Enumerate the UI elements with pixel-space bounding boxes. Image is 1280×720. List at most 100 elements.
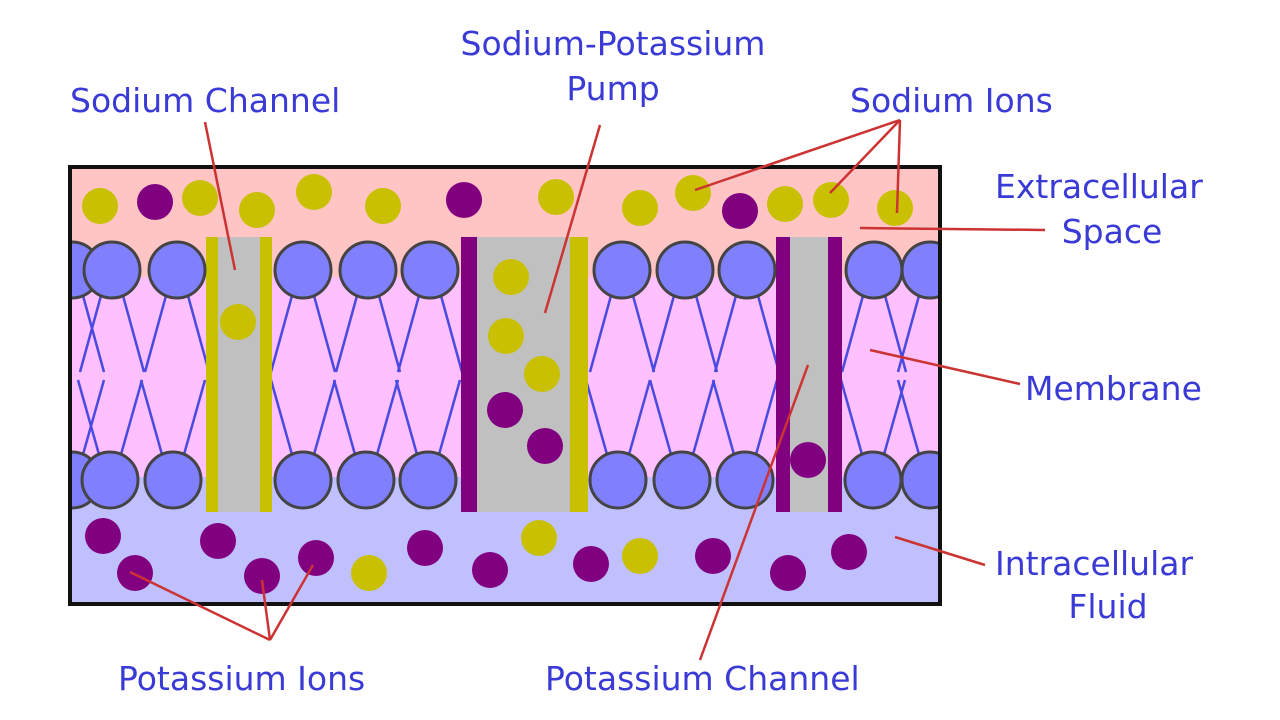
potassium-ion: [200, 523, 236, 559]
lipid-tail: [690, 379, 716, 459]
sodium-channel-wall: [206, 237, 218, 512]
lipid-tail: [693, 291, 719, 373]
lipid-tail: [185, 291, 211, 373]
lipid-tail: [269, 291, 295, 373]
edge-mask: [0, 160, 70, 610]
sodium-ion: [675, 175, 711, 211]
label-membrane: Membrane: [1025, 369, 1202, 408]
lipid-tail: [334, 291, 360, 373]
phospholipid-head: [273, 450, 333, 510]
sodium-ion: [877, 190, 913, 226]
phospholipid-head: [717, 240, 777, 300]
lipid-tail: [713, 291, 739, 373]
lipid-tail: [311, 291, 337, 373]
phospholipid-heads: [0, 160, 1000, 610]
lipid-tail: [143, 291, 169, 373]
lipid-tail: [76, 379, 102, 459]
potassium-ion: [446, 182, 482, 218]
lipid-tail: [139, 379, 165, 459]
potassium-ion: [487, 392, 523, 428]
potassium-channel-wall: [776, 237, 790, 512]
sodium-ion: [813, 182, 849, 218]
label-extracellular-line1: Extracellular: [995, 167, 1203, 206]
label-pump-line2: Pump: [566, 69, 659, 108]
diagram-frame: [68, 165, 942, 606]
phospholipid-head: [715, 450, 775, 510]
lipid-tail: [753, 379, 779, 459]
lipid-tail: [120, 291, 146, 373]
lipid-tail: [896, 379, 922, 459]
label-sodium-ions: Sodium Ions: [850, 81, 1053, 120]
phospholipid-head: [843, 450, 903, 510]
leader-line: [894, 535, 986, 567]
phospholipid-head: [592, 240, 652, 300]
lipid-tail: [80, 291, 106, 373]
lipid-tail: [269, 379, 295, 459]
lipid-tail: [311, 379, 337, 459]
leader-line: [698, 364, 810, 661]
sodium-ion: [488, 318, 524, 354]
phospholipid-head: [143, 450, 203, 510]
phospholipid-head: [400, 240, 460, 300]
potassium-ion: [831, 534, 867, 570]
label-intracellular-line2: Fluid: [1068, 587, 1147, 626]
sodium-ion: [493, 259, 529, 295]
potassium-channel-wall: [828, 237, 842, 512]
leader-line: [859, 226, 1046, 232]
lipid-tail: [118, 379, 144, 459]
sodium-ion: [521, 520, 557, 556]
phospholipid-head: [338, 240, 398, 300]
potassium-ion: [407, 530, 443, 566]
lipid-tail: [648, 379, 674, 459]
lipid-tail: [181, 379, 207, 459]
label-potassium-ions: Potassium Ions: [118, 659, 365, 698]
label-extracellular-line2: Space: [1062, 212, 1163, 251]
label-intracellular-line1: Intracellular: [995, 544, 1193, 583]
leader-line: [829, 119, 901, 194]
lipid-tails: [38, 291, 964, 459]
leader-line: [268, 564, 315, 641]
potassium-ion: [573, 546, 609, 582]
potassium-ion: [722, 193, 758, 229]
lipid-tail: [840, 291, 866, 373]
lipid-tail: [80, 379, 106, 459]
lipid-tail: [896, 291, 922, 373]
potassium-ion: [790, 442, 826, 478]
leader-line: [129, 570, 271, 642]
sodium-ion: [296, 174, 332, 210]
pump-wall: [461, 237, 477, 512]
potassium-ion: [117, 555, 153, 591]
leader-line: [694, 118, 901, 192]
sodium-ion: [365, 188, 401, 224]
phospholipid-head: [398, 450, 458, 510]
phospholipid-head: [652, 450, 712, 510]
phospholipid-head: [82, 240, 142, 300]
leader-line: [869, 348, 1021, 386]
sodium-ion: [622, 190, 658, 226]
lipid-tail: [436, 379, 462, 459]
lipid-tail: [651, 291, 677, 373]
label-pump-line1: Sodium-Potassium: [461, 24, 766, 63]
phospholipid-head: [147, 240, 207, 300]
lipid-tail: [438, 291, 464, 373]
potassium-ion: [137, 184, 173, 220]
potassium-ion: [695, 538, 731, 574]
lipid-tail: [626, 379, 652, 459]
lipid-tail: [755, 291, 781, 373]
sodium-ion: [622, 538, 658, 574]
phospholipid-head: [273, 240, 333, 300]
pump-wall: [570, 237, 588, 512]
potassium-ion: [770, 555, 806, 591]
potassium-ion: [298, 540, 334, 576]
sodium-ion: [182, 180, 218, 216]
sodium-ion: [351, 555, 387, 591]
phospholipid-head: [844, 240, 904, 300]
leader-line: [895, 119, 902, 214]
lipid-tail: [711, 379, 737, 459]
ions: [82, 174, 913, 594]
sodium-ion: [82, 188, 118, 224]
lipid-tail: [396, 291, 422, 373]
sodium-ion: [538, 179, 574, 215]
leader-line: [260, 579, 272, 641]
